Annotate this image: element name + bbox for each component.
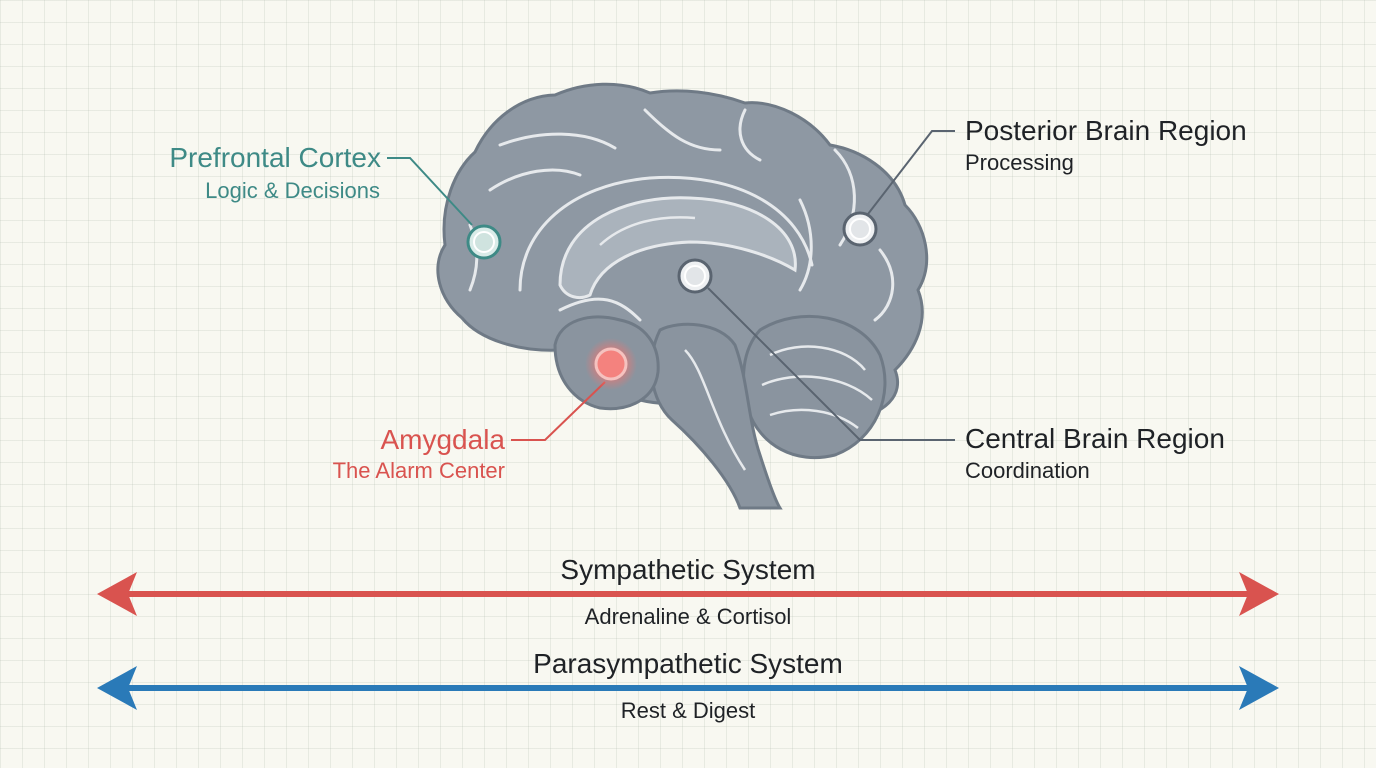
amygdala-connector xyxy=(511,381,606,441)
posterior-subtitle: Processing xyxy=(965,150,1074,175)
sympathetic-subtitle: Adrenaline & Cortisol xyxy=(584,604,792,629)
prefrontal-subtitle: Logic & Decisions xyxy=(205,178,380,203)
sympathetic-arrow xyxy=(97,572,1279,616)
prefrontal-marker-inner xyxy=(473,231,495,253)
corpus-callosum xyxy=(558,196,797,299)
posterior-connector xyxy=(867,130,955,215)
central-subtitle: Coordination xyxy=(965,458,1090,483)
parasympathetic-subtitle: Rest & Digest xyxy=(620,698,756,723)
connector-lines xyxy=(387,130,955,441)
parasympathetic-arrow xyxy=(97,666,1279,710)
brain-cerebellum xyxy=(742,314,887,460)
amygdala-title: Amygdala xyxy=(380,424,505,455)
central-connector xyxy=(707,287,955,441)
parasympathetic-title: Parasympathetic System xyxy=(533,648,843,679)
amygdala-subtitle: The Alarm Center xyxy=(332,458,505,483)
amygdala-marker xyxy=(594,347,628,381)
prefrontal-connector xyxy=(387,157,473,226)
sympathetic-title: Sympathetic System xyxy=(560,554,816,585)
central-title: Central Brain Region xyxy=(965,423,1225,454)
brain-sulci xyxy=(468,108,895,322)
brain-stem xyxy=(649,322,783,510)
prefrontal-title: Prefrontal Cortex xyxy=(169,142,381,173)
posterior-title: Posterior Brain Region xyxy=(965,115,1247,146)
